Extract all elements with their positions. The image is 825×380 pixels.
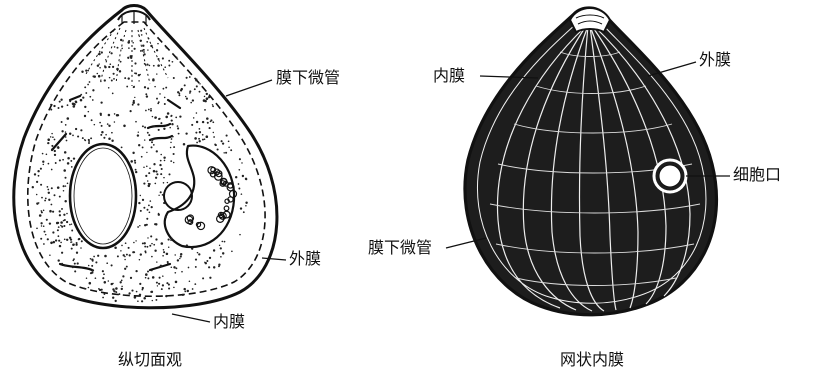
label-left-subpellicular-microtubules: 膜下微管 <box>276 70 340 86</box>
left-crescent-organelle <box>165 146 234 247</box>
left-small-round-body <box>164 182 192 210</box>
label-right-outer-membrane: 外膜 <box>699 52 731 68</box>
left-outer-membrane-outline <box>14 6 277 308</box>
label-right-inner-membrane: 内膜 <box>433 68 465 84</box>
reticulate-membrane-drawing <box>465 8 717 315</box>
leader-left-microtubules <box>226 80 272 96</box>
label-left-inner-membrane: 内膜 <box>213 314 245 330</box>
right-apex-cap <box>570 8 610 32</box>
cytostome-opening <box>659 165 681 187</box>
caption-right: 网状内膜 <box>560 352 624 368</box>
leader-left-outer-membrane <box>262 258 286 260</box>
label-right-subpellicular-microtubules: 膜下微管 <box>368 240 432 256</box>
left-nucleus <box>70 144 136 248</box>
left-cytoplasm-stipple <box>32 30 248 303</box>
caption-left: 纵切面观 <box>118 352 182 368</box>
leader-left-inner-membrane <box>172 314 210 322</box>
longitudinal-section-drawing <box>14 6 277 308</box>
label-left-outer-membrane: 外膜 <box>289 251 321 267</box>
label-right-cytostome: 细胞口 <box>733 167 781 183</box>
left-apical-microtubules <box>86 28 168 86</box>
